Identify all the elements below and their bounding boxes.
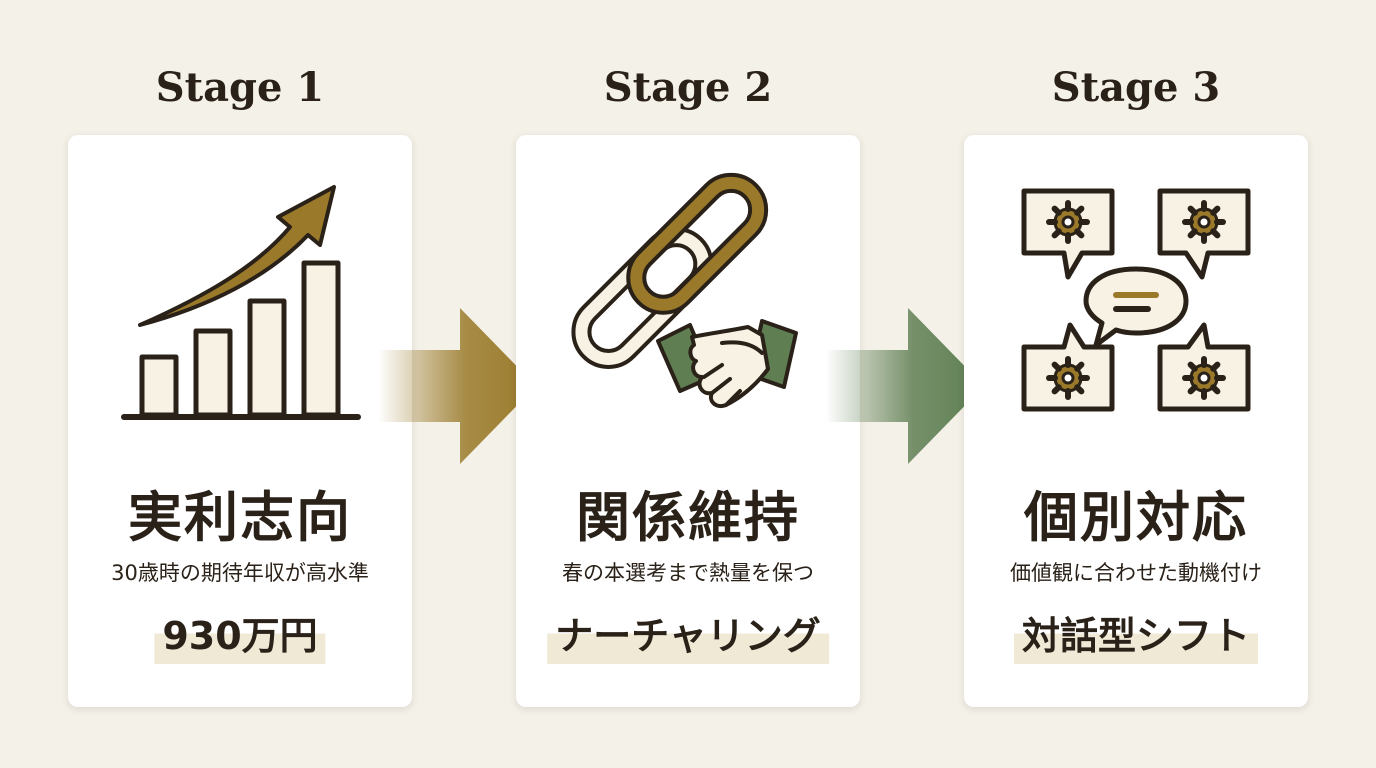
stage-2-subtext: 春の本選考まで熱量を保つ: [562, 561, 814, 585]
stage-1-subtext: 30歳時の期待年収が高水準: [111, 561, 369, 585]
stage-1-heading: 実利志向: [128, 485, 352, 549]
stage-3-heading: 個別対応: [1024, 485, 1248, 549]
stage-3-title: Stage 3: [1051, 64, 1221, 111]
stage-3-card: 個別対応 価値観に合わせた動機付け 対話型シフト: [964, 135, 1308, 707]
stage-3-subtext: 価値観に合わせた動機付け: [1010, 561, 1262, 585]
stage-1-tag: 930万円: [154, 603, 326, 664]
stage-2-heading: 関係維持: [576, 485, 800, 549]
chain-link-handshake-icon: [571, 172, 798, 408]
stage-2-card: 関係維持 春の本選考まで熱量を保つ ナーチャリング: [516, 135, 860, 707]
bar-chart-growth-icon: [121, 185, 361, 420]
dialogue-gears-icon: [1021, 188, 1251, 412]
stage-2-tag: ナーチャリング: [547, 603, 829, 664]
stage-3-tag: 対話型シフト: [1013, 603, 1259, 664]
stage-1-card: 実利志向 30歳時の期待年収が高水準 930万円: [68, 135, 412, 707]
stage-2-title: Stage 2: [603, 64, 773, 111]
arrow-right-gold-icon: [378, 308, 536, 464]
arrow-right-green-icon: [826, 308, 984, 464]
stage-1-title: Stage 1: [155, 64, 325, 111]
